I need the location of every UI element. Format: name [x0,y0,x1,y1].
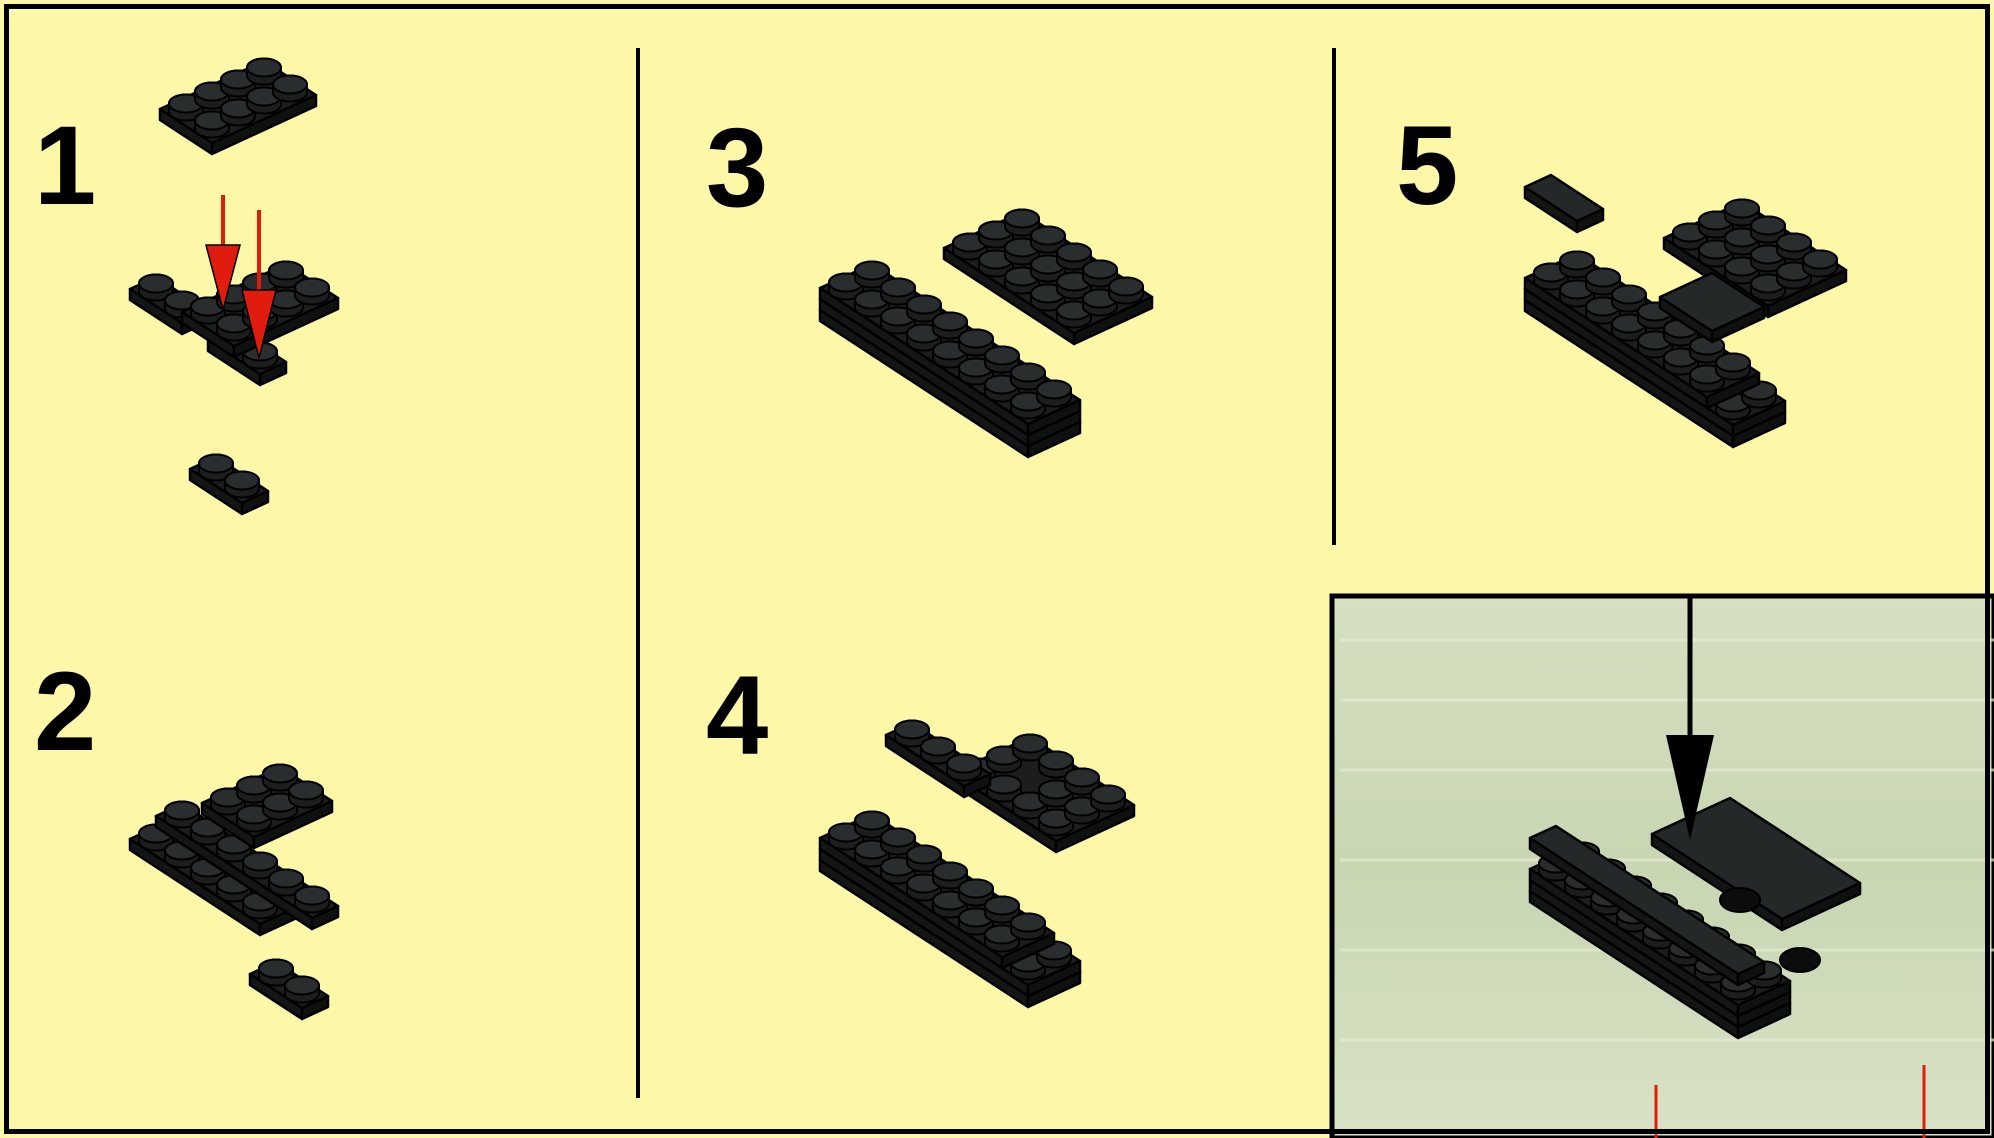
page-border [4,4,1990,1134]
